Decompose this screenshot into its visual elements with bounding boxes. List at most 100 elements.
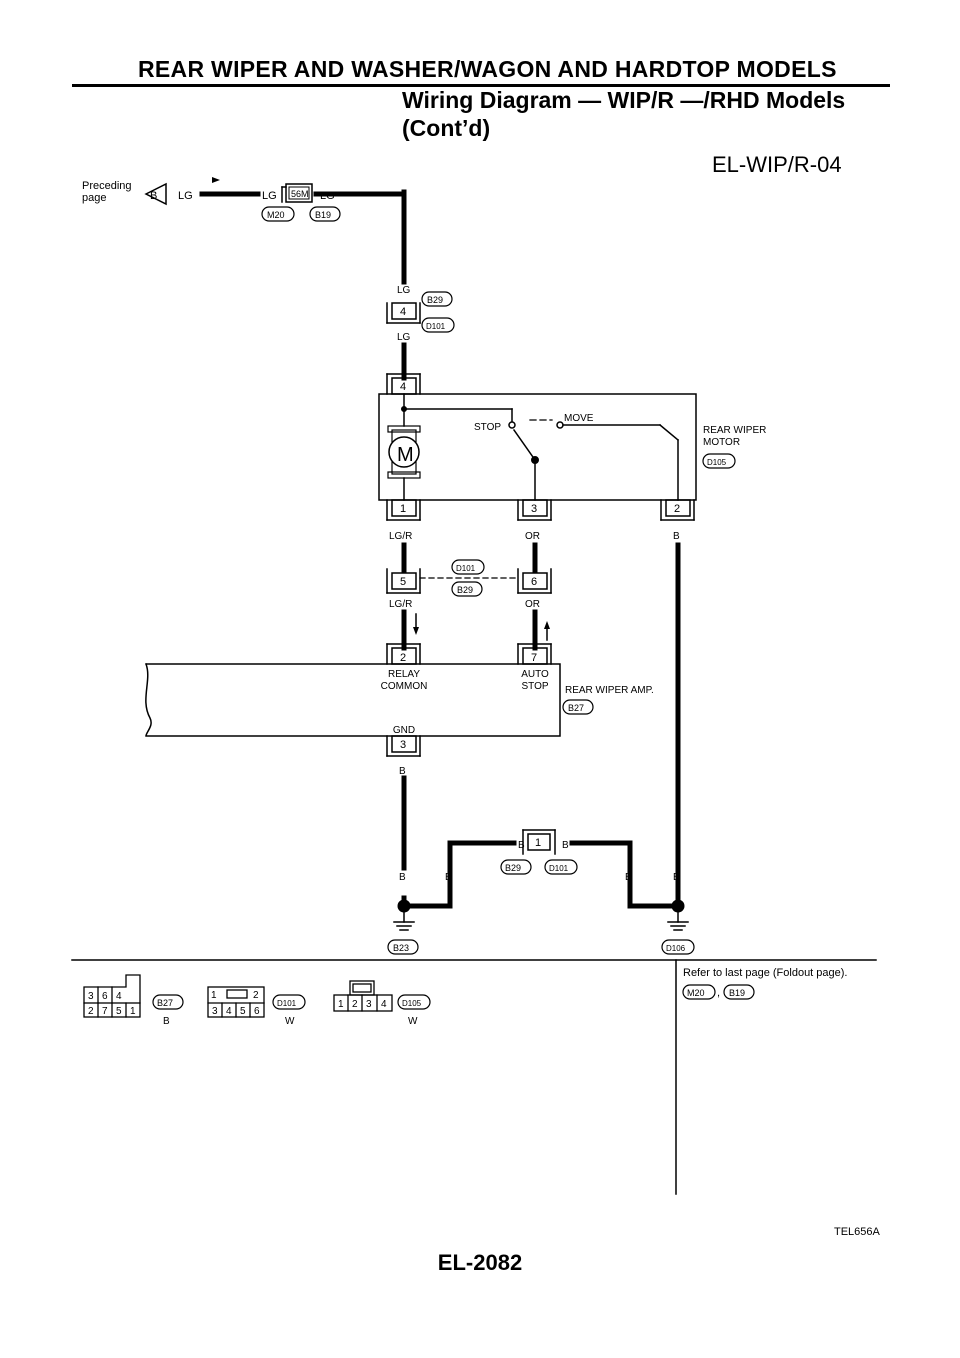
amp-gnd-label: GND xyxy=(393,725,415,736)
rear-wiper-motor-box xyxy=(378,393,697,501)
motor-pin1-connector xyxy=(386,499,421,521)
motor-pin-2: 2 xyxy=(674,503,680,515)
connector-b29-d101-pin1 xyxy=(522,829,556,855)
connector-56m xyxy=(281,183,313,203)
current-flow-arrow-up xyxy=(544,621,550,629)
amp-pin-3: 3 xyxy=(400,739,406,751)
amp-auto-label-1: AUTO xyxy=(521,669,549,680)
diagram-id: EL-WIP/R-04 xyxy=(712,152,842,177)
wire-color-lgr-1: LG/R xyxy=(389,531,412,542)
connector-id-d106 xyxy=(661,939,695,955)
d105-pin: 1 xyxy=(338,999,344,1010)
motor-pin2-connector xyxy=(660,499,695,521)
connector-face-d105 xyxy=(333,980,393,1012)
motor-pin3-connector xyxy=(517,499,552,521)
motor-pin-1: 1 xyxy=(400,503,406,515)
refer-label-m20: M20 xyxy=(687,988,705,998)
pin-4-junction: 4 xyxy=(400,306,406,318)
label-b29-mid: B29 xyxy=(457,585,473,595)
switch-stop-label: STOP xyxy=(474,422,501,433)
d101-color: W xyxy=(285,1016,295,1027)
d101-pin: 4 xyxy=(226,1006,232,1017)
connector-code-56m: 56M xyxy=(291,189,309,199)
refer-id-m20 xyxy=(682,984,716,1000)
connector-id-b27 xyxy=(562,699,594,715)
b27-pin: 7 xyxy=(102,1006,108,1017)
wire-color-b-3: B xyxy=(518,840,525,851)
wire-color-lg-4: LG xyxy=(397,285,411,296)
wire-color-or-1: OR xyxy=(525,531,540,542)
wire-b-ground-link-right xyxy=(569,840,633,891)
motor-pin-4: 4 xyxy=(400,381,406,393)
b27-pin: 3 xyxy=(88,991,94,1002)
legend-label-d105: D105 xyxy=(402,999,422,1008)
current-flow-arrow-down xyxy=(413,627,419,635)
label-b29: B29 xyxy=(427,295,443,305)
label-b23: B23 xyxy=(393,943,409,953)
motor-symbol xyxy=(387,425,421,479)
d105-color: W xyxy=(408,1016,418,1027)
wire-color-lg-1: LG xyxy=(178,190,193,202)
header-rule xyxy=(72,84,890,87)
label-b29-lower: B29 xyxy=(505,863,521,873)
wire-color-b-4: B xyxy=(562,840,569,851)
wire-color-b-5: B xyxy=(399,872,406,883)
page-number: EL-2082 xyxy=(437,1250,523,1275)
b27-pin: 2 xyxy=(88,1006,94,1017)
preceding-page-label-1: Preceding xyxy=(82,180,132,192)
stop-contact xyxy=(508,421,516,429)
wire-color-lg-3: LG xyxy=(320,190,335,202)
diagram-subtitle-line2: (Cont’d) xyxy=(402,115,491,141)
legend-id-b27 xyxy=(152,994,184,1010)
switch-arm xyxy=(512,428,537,462)
move-contact xyxy=(556,421,564,429)
junction-pin-5: 5 xyxy=(400,576,406,588)
amp-pin-2: 2 xyxy=(400,652,406,664)
wire-color-lg-5: LG xyxy=(397,332,411,343)
b27-pin: 4 xyxy=(116,991,122,1002)
legend-label-d101: D101 xyxy=(277,999,297,1008)
d101-pin: 3 xyxy=(212,1006,218,1017)
label-b27: B27 xyxy=(568,703,584,713)
amp-relay-label-1: RELAY xyxy=(388,669,420,680)
current-flow-arrow xyxy=(212,177,220,183)
label-d101: D101 xyxy=(426,322,446,331)
amp-name: REAR WIPER AMP. xyxy=(565,685,654,696)
junction-pin-6: 6 xyxy=(531,576,537,588)
wire-b-ground-link-left xyxy=(447,840,517,891)
wire-color-b-7: B xyxy=(625,872,632,883)
wire-color-or-2: OR xyxy=(525,599,540,610)
amp-pin-7: 7 xyxy=(531,652,537,664)
connector-id-d101-lower xyxy=(544,859,578,875)
d101-pin: 6 xyxy=(254,1006,260,1017)
label-m20: M20 xyxy=(267,210,285,220)
d105-pin: 2 xyxy=(352,999,358,1010)
refer-separator: , xyxy=(717,987,720,999)
refer-label-b19: B19 xyxy=(729,988,745,998)
d105-pin: 4 xyxy=(381,999,387,1010)
wire-color-b-6: B xyxy=(445,872,452,883)
wire-color-b-1: B xyxy=(673,531,680,542)
amp-pin3-connector xyxy=(386,735,421,757)
motor-name-2: MOTOR xyxy=(703,437,740,448)
junction-pin-1: 1 xyxy=(535,837,541,849)
wire-color-lg-2: LG xyxy=(262,190,277,202)
amp-auto-label-2: STOP xyxy=(521,681,548,692)
ground-d106-icon xyxy=(667,899,689,931)
amp-pin7-connector xyxy=(517,643,552,665)
connector-d101-b29-pin6 xyxy=(517,568,552,594)
refer-id-b19 xyxy=(723,984,755,1000)
figure-code: TEL656A xyxy=(834,1226,880,1238)
legend-label-b27: B27 xyxy=(157,998,173,1008)
connector-id-d105 xyxy=(702,453,736,469)
wire-color-b-2: B xyxy=(399,766,406,777)
amp-relay-label-2: COMMON xyxy=(381,681,428,692)
preceding-page-arrow xyxy=(144,182,167,206)
legend-id-d105 xyxy=(397,994,431,1010)
wire-b-to-b23 xyxy=(401,885,453,909)
ground-b23-icon xyxy=(393,899,415,931)
d101-pin: 5 xyxy=(240,1006,246,1017)
connector-id-d101-mid xyxy=(451,559,485,575)
connector-id-m20 xyxy=(261,206,295,222)
